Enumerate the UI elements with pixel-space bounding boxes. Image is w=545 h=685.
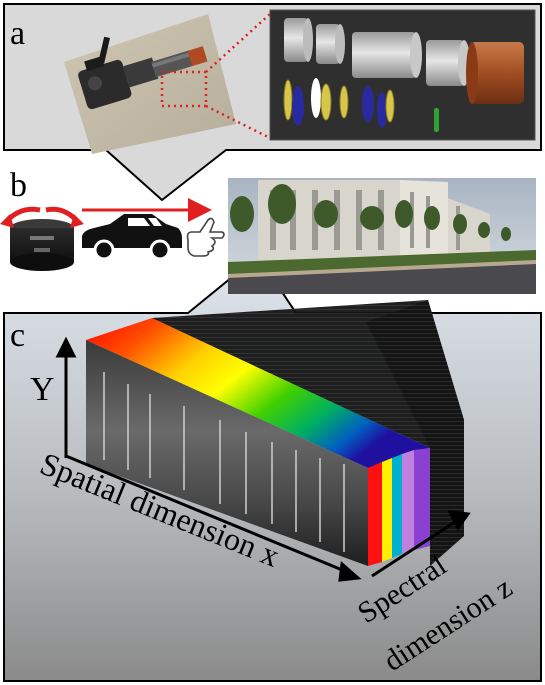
zoom-line-top [205,13,271,73]
cube-top-face [86,318,430,468]
spectral-bands [368,448,430,566]
street-photo [228,178,536,294]
panel-b-label: b [10,167,27,204]
panel-a-label: a [10,15,25,52]
zoom-box [160,70,208,108]
cube-front-texture [103,372,345,552]
optical-component-icons [269,9,536,141]
axes [55,336,471,582]
rotation-stage-icon [0,206,84,271]
hyperspectral-cube [86,300,464,566]
car-icon [82,214,182,261]
y-axis-label: Y [30,371,55,408]
pointing-hand-icon [186,217,225,257]
camera-photo [64,14,236,154]
panel-c-label: c [10,317,25,354]
cube-back-top [152,300,464,448]
cube-front-face [86,340,368,566]
